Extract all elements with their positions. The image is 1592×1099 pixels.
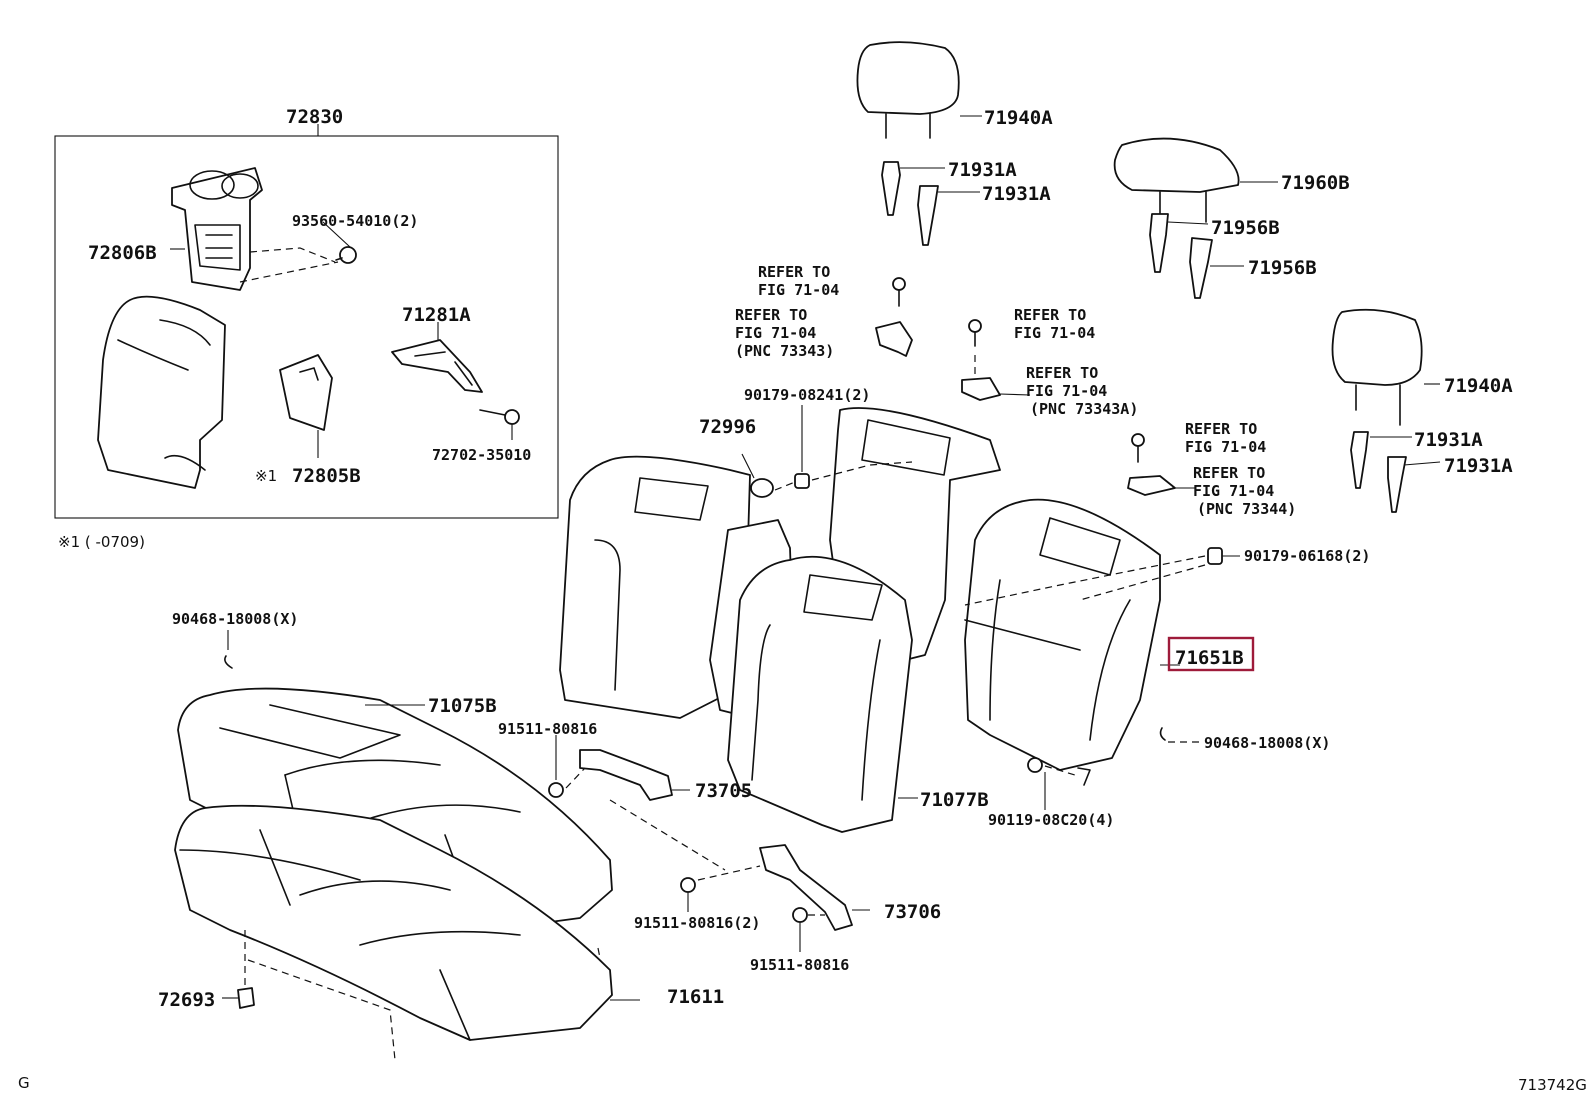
refer1-line1[interactable]: REFER TO <box>758 263 830 281</box>
cupholder-part[interactable] <box>171 167 263 291</box>
cover-72805b[interactable] <box>279 354 333 431</box>
label-71611[interactable]: 71611 <box>667 986 724 1008</box>
bolt-refer1[interactable] <box>892 277 906 307</box>
label-71960b[interactable]: 71960B <box>1281 172 1350 194</box>
refer2-line3[interactable]: (PNC 73343) <box>735 342 834 360</box>
refer4-line1[interactable]: REFER TO <box>1026 364 1098 382</box>
label-90119[interactable]: 90119-08C20(4) <box>988 811 1114 829</box>
refer6-line2[interactable]: FIG 71-04 <box>1193 482 1274 500</box>
label-73706[interactable]: 73706 <box>884 901 941 923</box>
label-71956b-2[interactable]: 71956B <box>1248 257 1317 279</box>
label-90179-06168[interactable]: 90179-06168(2) <box>1244 547 1370 565</box>
refer2-line2[interactable]: FIG 71-04 <box>735 324 816 342</box>
label-71931a-top2[interactable]: 71931A <box>982 183 1051 205</box>
refer1-line2[interactable]: FIG 71-04 <box>758 281 839 299</box>
armrest-part[interactable] <box>97 295 226 489</box>
refer3-line2[interactable]: FIG 71-04 <box>1014 324 1095 342</box>
label-90179-08241[interactable]: 90179-08241(2) <box>744 386 870 404</box>
bracket-73705[interactable] <box>579 749 690 801</box>
headrest-71960b[interactable] <box>1113 137 1278 223</box>
label-71075b[interactable]: 71075B <box>428 695 497 717</box>
label-71940a-top[interactable]: 71940A <box>984 107 1053 129</box>
refer6-line3[interactable]: (PNC 73344) <box>1197 500 1296 518</box>
refer5-line2[interactable]: FIG 71-04 <box>1185 438 1266 456</box>
label-71651b[interactable]: 71651B <box>1175 647 1244 669</box>
guide-71931a-right1[interactable] <box>1350 431 1412 489</box>
label-72693[interactable]: 72693 <box>158 989 215 1011</box>
label-71931a-top1[interactable]: 71931A <box>948 159 1017 181</box>
label-mark1: ※1 <box>255 467 277 485</box>
label-72806b[interactable]: 72806B <box>88 242 157 264</box>
label-91511-a[interactable]: 91511-80816 <box>498 720 597 738</box>
corner-code-left: G <box>18 1074 30 1092</box>
label-73705[interactable]: 73705 <box>695 780 752 802</box>
cushion-71611[interactable] <box>174 804 613 1041</box>
screw-93560[interactable] <box>335 246 357 264</box>
refer6-line1[interactable]: REFER TO <box>1193 464 1265 482</box>
label-71931a-right1[interactable]: 71931A <box>1414 429 1483 451</box>
label-90468-left[interactable]: 90468-18008(X) <box>172 610 298 628</box>
label-93560[interactable]: 93560-54010(2) <box>292 212 418 230</box>
inset-armrest-group <box>54 124 559 519</box>
label-72805b[interactable]: 72805B <box>292 465 361 487</box>
guide-71931a-right2[interactable] <box>1387 456 1441 513</box>
hook-72693[interactable] <box>222 987 255 1009</box>
label-71077b[interactable]: 71077B <box>920 789 989 811</box>
refer2-line1[interactable]: REFER TO <box>735 306 807 324</box>
label-72830[interactable]: 72830 <box>286 106 343 128</box>
label-72996[interactable]: 72996 <box>699 416 756 438</box>
clip-90468-left[interactable] <box>224 630 233 669</box>
refer4-line3[interactable]: (PNC 73343A) <box>1030 400 1138 418</box>
bolt-91511-c[interactable] <box>792 907 825 952</box>
label-72702[interactable]: 72702-35010 <box>432 446 531 464</box>
label-90468-right[interactable]: 90468-18008(X) <box>1204 734 1330 752</box>
bolt-91511-b[interactable] <box>680 865 761 912</box>
illustration-id: 713742G <box>1518 1076 1587 1094</box>
guide-71956b-2[interactable] <box>1189 237 1244 299</box>
clip-73343[interactable] <box>875 321 913 357</box>
refer5-line1[interactable]: REFER TO <box>1185 420 1257 438</box>
clip-73343a[interactable] <box>961 377 1031 401</box>
headrest-71940a-top[interactable] <box>856 41 982 139</box>
refer3-line1[interactable]: REFER TO <box>1014 306 1086 324</box>
bolt-refer5[interactable] <box>1131 433 1145 463</box>
clip-73344[interactable] <box>1127 475 1195 496</box>
nut-90179-08241[interactable] <box>794 405 810 489</box>
highlight-frame <box>1167 636 1255 672</box>
label-71281a[interactable]: 71281A <box>402 304 471 326</box>
nut-90179-06168[interactable] <box>1207 547 1240 565</box>
seatback-71077b[interactable] <box>559 407 1161 833</box>
note-mark1: ※1 ( -0709) <box>58 533 145 551</box>
label-71956b-1[interactable]: 71956B <box>1211 217 1280 239</box>
cushion-71075b[interactable] <box>177 687 613 933</box>
headrest-71940a-right[interactable] <box>1331 308 1441 426</box>
label-71940a-right[interactable]: 71940A <box>1444 375 1513 397</box>
label-91511-b[interactable]: 91511-80816(2) <box>634 914 760 932</box>
bracket-71281a[interactable] <box>391 339 483 393</box>
screw-72702[interactable] <box>479 409 520 425</box>
label-71931a-right2[interactable]: 71931A <box>1444 455 1513 477</box>
guide-71956b-1[interactable] <box>1149 213 1209 273</box>
clip-90468-right[interactable] <box>1159 727 1200 743</box>
cap-72996[interactable] <box>741 453 774 498</box>
guide-71931a-top2[interactable] <box>917 185 980 246</box>
bolt-90119[interactable] <box>1027 757 1091 810</box>
bolt-91511-a[interactable] <box>548 735 586 798</box>
label-91511-c[interactable]: 91511-80816 <box>750 956 849 974</box>
bolt-refer3[interactable] <box>968 319 982 375</box>
refer4-line2[interactable]: FIG 71-04 <box>1026 382 1107 400</box>
bracket-73706[interactable] <box>759 844 870 931</box>
guide-71931a-top1[interactable] <box>881 161 945 216</box>
